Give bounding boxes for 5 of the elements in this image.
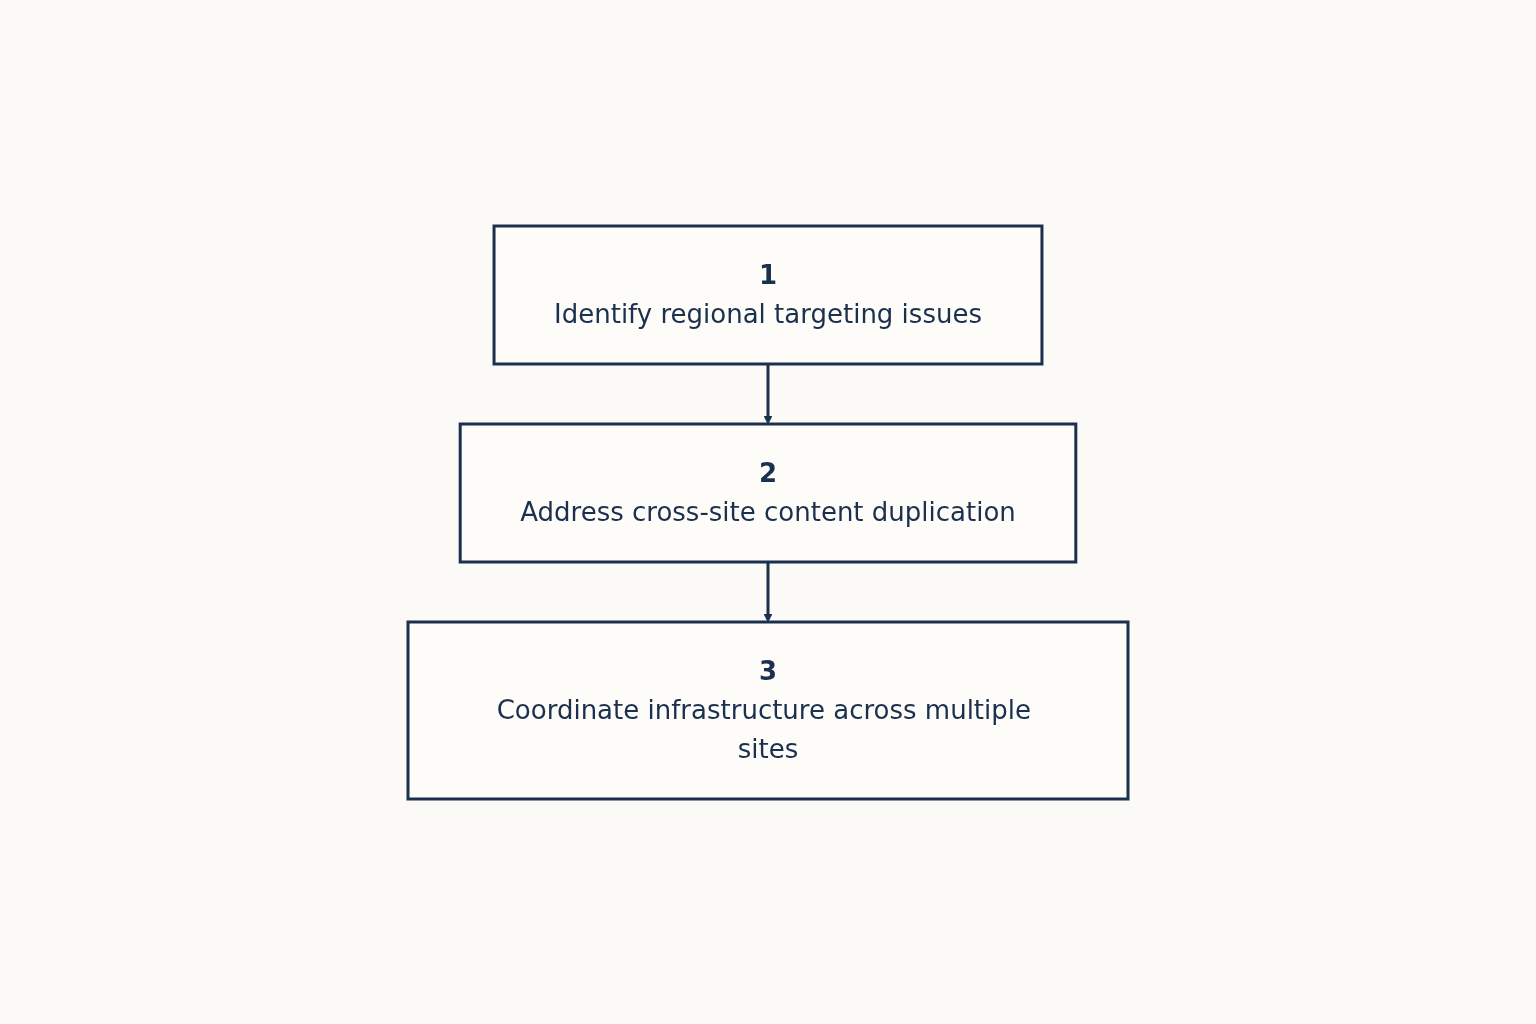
- arrow: [763, 561, 773, 622]
- arrow: [763, 363, 773, 424]
- node-box: 2 Address cross-site content duplication: [458, 422, 1078, 563]
- node-box: 3 Coordinate infrastructure across multiple sites: [406, 620, 1130, 800]
- node-box: 1 Identify regional targeting issues: [492, 224, 1044, 365]
